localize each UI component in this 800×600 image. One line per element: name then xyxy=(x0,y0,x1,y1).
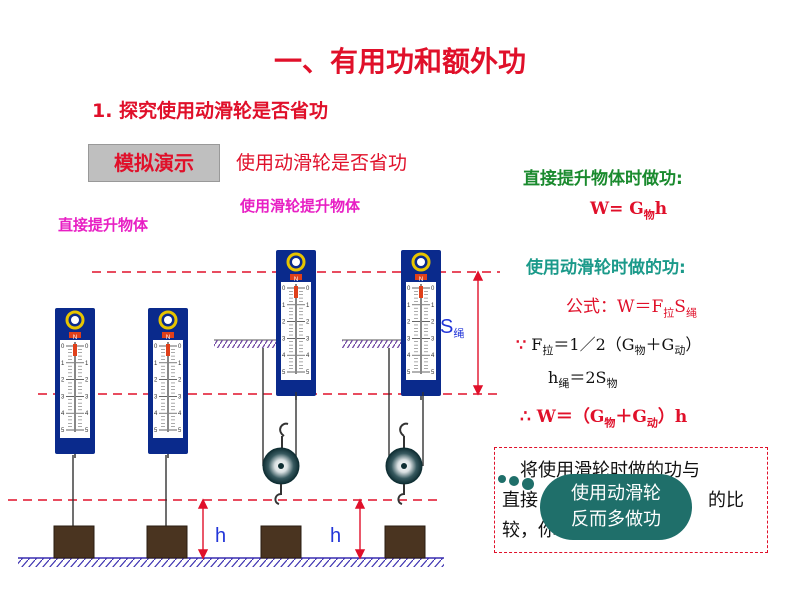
svg-text:3: 3 xyxy=(178,394,182,400)
svg-text:3: 3 xyxy=(407,336,411,342)
ground-hatch-icon xyxy=(18,557,444,567)
simulate-button[interactable]: 模拟演示 xyxy=(88,144,220,182)
weight-block-icon xyxy=(384,525,426,559)
svg-text:3: 3 xyxy=(431,336,435,342)
svg-text:1: 1 xyxy=(61,361,65,367)
because-line: ∵ F拉＝1／2（G物＋G动） xyxy=(516,335,702,358)
h-label-right: h xyxy=(330,525,341,547)
svg-text:3: 3 xyxy=(154,394,158,400)
pulley-work-formula: 公式：W＝F拉S绳 xyxy=(566,297,697,320)
simulation-title: 使用动滑轮是否省功 xyxy=(236,152,408,174)
svg-text:5: 5 xyxy=(85,428,89,434)
h-arrow-right xyxy=(354,498,366,560)
svg-text:4: 4 xyxy=(407,353,411,359)
svg-text:3: 3 xyxy=(282,336,286,342)
svg-text:1: 1 xyxy=(282,303,286,309)
spring-scale-icon: N 0 0 1 1 2 2 3 3 4 4 5 5 xyxy=(55,308,95,458)
spring-scale-icon: N 0 0 1 1 2 2 3 3 4 4 5 5 xyxy=(401,250,441,400)
therefore-line: ∴ W＝（G物＋G动）h xyxy=(520,407,688,430)
svg-text:2: 2 xyxy=(85,378,89,384)
ceiling-beam-right xyxy=(342,339,404,348)
svg-text:N: N xyxy=(294,277,298,283)
direct-work-heading: 直接提升物体时做功: xyxy=(523,169,683,189)
svg-text:5: 5 xyxy=(178,428,182,434)
svg-text:5: 5 xyxy=(282,370,286,376)
svg-text:N: N xyxy=(419,277,423,283)
svg-text:0: 0 xyxy=(61,344,65,350)
spring-scale-icon: N 0 0 1 1 2 2 3 3 4 4 5 5 xyxy=(148,308,188,458)
svg-text:3: 3 xyxy=(85,394,89,400)
svg-text:2: 2 xyxy=(431,320,435,326)
svg-text:1: 1 xyxy=(85,361,89,367)
s-arrow xyxy=(472,270,484,396)
svg-text:S绳: S绳 xyxy=(440,316,464,340)
svg-text:5: 5 xyxy=(61,428,65,434)
svg-text:2: 2 xyxy=(178,378,182,384)
svg-text:4: 4 xyxy=(154,411,158,417)
weight-block-icon xyxy=(53,525,95,559)
svg-text:N: N xyxy=(166,335,170,341)
svg-text:5: 5 xyxy=(407,370,411,376)
svg-text:N: N xyxy=(73,335,77,341)
svg-text:5: 5 xyxy=(154,428,158,434)
svg-text:3: 3 xyxy=(306,336,310,342)
pulley-icon xyxy=(385,422,423,505)
svg-text:1: 1 xyxy=(306,303,310,309)
conclusion-bubble: 使用动滑轮 反而多做功 xyxy=(540,474,692,540)
svg-text:4: 4 xyxy=(85,411,89,417)
svg-text:4: 4 xyxy=(306,353,310,359)
section-subtitle: 1. 探究使用动滑轮是否省功 xyxy=(92,100,329,122)
ceiling-beam-left xyxy=(214,339,278,348)
h-label-left: h xyxy=(215,525,226,547)
h-arrow-left xyxy=(197,498,209,560)
svg-text:5: 5 xyxy=(306,370,310,376)
question-line-2: 直接的比 xyxy=(502,490,744,511)
svg-text:0: 0 xyxy=(178,344,182,350)
svg-text:5: 5 xyxy=(431,370,435,376)
svg-text:0: 0 xyxy=(431,286,435,292)
bubble-line-1: 使用动滑轮 xyxy=(571,483,661,504)
label-pulley-lift: 使用滑轮提升物体 xyxy=(240,197,361,215)
svg-text:4: 4 xyxy=(61,411,65,417)
direct-work-formula: W= G物h xyxy=(590,199,668,222)
spring-scale-icon: N 0 0 1 1 2 2 3 3 4 4 5 5 xyxy=(276,250,316,400)
weight-block-icon xyxy=(146,525,188,559)
s-sub: 绳 xyxy=(453,326,464,340)
svg-text:2: 2 xyxy=(306,320,310,326)
label-direct-lift: 直接提升物体 xyxy=(58,216,149,234)
pulley-icon xyxy=(262,422,300,505)
svg-text:2: 2 xyxy=(407,320,411,326)
svg-text:0: 0 xyxy=(282,286,286,292)
s-label: S xyxy=(440,316,453,338)
weight-block-icon xyxy=(260,525,302,559)
svg-text:1: 1 xyxy=(407,303,411,309)
svg-text:1: 1 xyxy=(431,303,435,309)
svg-text:4: 4 xyxy=(178,411,182,417)
bubble-line-2: 反而多做功 xyxy=(571,509,661,530)
svg-text:0: 0 xyxy=(85,344,89,350)
page-title: 一、有用功和额外功 xyxy=(273,45,526,78)
svg-text:4: 4 xyxy=(431,353,435,359)
pulley-work-heading: 使用动滑轮时做的功: xyxy=(526,258,686,278)
svg-text:2: 2 xyxy=(282,320,286,326)
svg-text:0: 0 xyxy=(306,286,310,292)
svg-text:3: 3 xyxy=(61,394,65,400)
svg-text:0: 0 xyxy=(154,344,158,350)
cloud-bubble-icon xyxy=(498,475,534,490)
svg-text:1: 1 xyxy=(154,361,158,367)
svg-text:0: 0 xyxy=(407,286,411,292)
svg-text:4: 4 xyxy=(282,353,286,359)
svg-text:1: 1 xyxy=(178,361,182,367)
h-rope-equation: h绳＝2S物 xyxy=(548,368,618,391)
svg-text:2: 2 xyxy=(61,378,65,384)
svg-text:2: 2 xyxy=(154,378,158,384)
